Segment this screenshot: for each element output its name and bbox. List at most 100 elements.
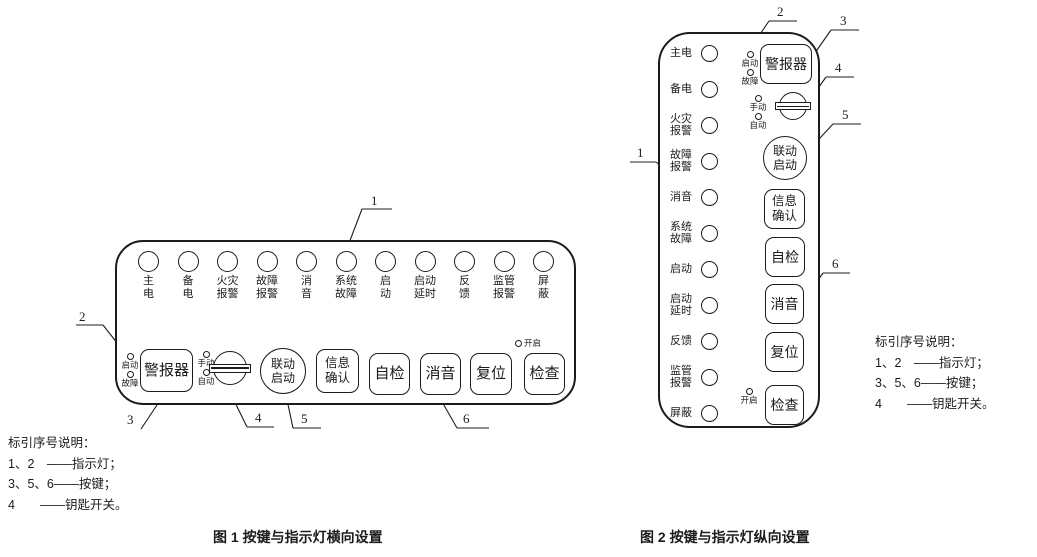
- indicator-label: 火灾报警: [216, 275, 239, 300]
- legend-line-indicators: 1、2 ——指示灯；: [875, 355, 989, 370]
- lamp-icon: [701, 224, 718, 242]
- indicator-light-main-power: 主电: [129, 251, 168, 301]
- fig1-callout-4: 4: [255, 410, 262, 425]
- fault-led-label: 故障: [121, 378, 139, 388]
- indicator-light-fault-alarm: 故障报警: [248, 251, 287, 301]
- legend-title: 标引序号说明：: [8, 436, 96, 450]
- fig2-sounder-leds: 启动 故障: [738, 50, 762, 86]
- indicator-light-shield: 屏蔽: [524, 251, 563, 301]
- fault-led-icon: [126, 371, 134, 378]
- sounder-button: 警报器: [760, 44, 812, 84]
- fig2-check-open-led: 开启: [738, 387, 760, 405]
- lamp-icon: [296, 251, 317, 272]
- key-slot-icon: [775, 102, 811, 110]
- indicator-label: 主电: [143, 275, 154, 300]
- lamp-icon: [138, 251, 159, 272]
- lamp-icon: [701, 404, 718, 422]
- linkage-start-button: 联动启动: [260, 348, 306, 394]
- check-button: 检查: [524, 353, 565, 395]
- auto-led-label: 自动: [197, 376, 215, 386]
- fault-led-icon: [746, 69, 754, 76]
- lamp-icon: [701, 188, 718, 206]
- lamp-icon: [454, 251, 475, 272]
- auto-led-icon: [202, 369, 210, 376]
- indicator-label: 备电: [182, 275, 194, 300]
- lamp-icon: [701, 368, 718, 386]
- indicator-label: 反馈: [670, 335, 692, 347]
- indicator-label: 屏蔽: [670, 407, 692, 419]
- lamp-icon: [335, 251, 357, 272]
- open-led-icon: [515, 340, 522, 347]
- indicator-label: 消音: [670, 191, 692, 203]
- fig1-callout-2: 2: [79, 309, 86, 324]
- fig2-panel: 主电 备电 火灾报警 故障报警 消音 系统故障 启动 启动延时 反馈 监管报警 …: [658, 32, 820, 428]
- lamp-icon: [414, 251, 436, 272]
- indicator-light-fault-alarm: 故障报警: [670, 149, 736, 173]
- fig1-panel: 主电 备电 火灾报警 故障报警 消音 系统故障 启动 启动延时 反馈 监管报警 …: [115, 240, 576, 405]
- indicator-light-supervisory-alarm: 监管报警: [670, 365, 736, 389]
- manual-led-label: 手动: [749, 102, 767, 112]
- indicator-light-start: 启动: [670, 257, 736, 281]
- check-button: 检查: [765, 385, 804, 425]
- legend-line-buttons: 3、5、6——按键；: [875, 376, 984, 390]
- indicator-label: 屏蔽: [538, 275, 549, 300]
- indicator-light-shield: 屏蔽: [670, 401, 736, 425]
- fig1-callout-6: 6: [463, 411, 470, 426]
- open-led-icon: [745, 388, 753, 395]
- indicator-light-start-delay: 启动延时: [670, 293, 736, 317]
- fig1-legend: 标引序号说明： 1、2 ——指示灯； 3、5、6——按键； 4 ——钥匙开关。: [8, 433, 127, 515]
- fig2-callout-3: 3: [840, 13, 847, 28]
- fig2-callout-6: 6: [832, 256, 839, 271]
- open-led-label: 开启: [740, 395, 758, 405]
- fig1-check-open-led: 开启: [515, 339, 541, 348]
- indicator-label: 启动: [380, 275, 391, 300]
- legend-line-indicators: 1、2 ——指示灯；: [8, 456, 122, 471]
- indicator-light-backup-power: 备电: [670, 77, 736, 101]
- reset-button: 复位: [765, 332, 804, 372]
- indicator-label: 主电: [670, 47, 692, 59]
- self-test-button: 自检: [369, 353, 410, 395]
- lamp-icon: [256, 251, 278, 272]
- lamp-icon: [701, 332, 718, 350]
- indicator-label: 启动延时: [414, 275, 436, 300]
- fig2-callout-5: 5: [842, 107, 849, 122]
- indicator-label: 故障报警: [670, 149, 692, 173]
- lamp-icon: [533, 251, 554, 272]
- lamp-icon: [701, 44, 718, 62]
- fig1-callout-1: 1: [371, 193, 378, 208]
- lamp-icon: [701, 116, 718, 134]
- indicator-light-start-delay: 启动延时: [406, 251, 445, 301]
- indicator-light-feedback: 反馈: [445, 251, 484, 301]
- fig2-callout-2: 2: [777, 4, 784, 19]
- indicator-label: 监管报警: [670, 365, 692, 389]
- lamp-icon: [493, 251, 515, 272]
- fig2-key-mode-leds: 手动 自动: [746, 94, 770, 130]
- indicator-light-backup-power: 备电: [169, 251, 208, 301]
- linkage-start-button: 联动启动: [763, 136, 807, 180]
- fig1-caption: 图 1 按键与指示灯横向设置: [213, 529, 383, 545]
- indicator-light-mute: 消音: [670, 185, 736, 209]
- indicator-label: 系统故障: [335, 275, 357, 300]
- indicator-light-main-power: 主电: [670, 41, 736, 65]
- lamp-icon: [701, 296, 718, 314]
- indicator-label: 监管报警: [493, 275, 515, 300]
- info-confirm-button: 信息确认: [316, 349, 359, 393]
- indicator-label: 消音: [301, 275, 312, 300]
- open-led-label: 开启: [524, 338, 542, 348]
- auto-led-label: 自动: [749, 120, 767, 130]
- fig2-callout-1: 1: [637, 145, 644, 160]
- fig2-callout-4: 4: [835, 60, 842, 75]
- indicator-light-system-fault: 系统故障: [327, 251, 366, 301]
- indicator-label: 故障报警: [256, 275, 278, 300]
- sounder-button: 警报器: [140, 349, 193, 392]
- manual-led-icon: [754, 95, 762, 102]
- indicator-label: 备电: [670, 83, 692, 95]
- indicator-label: 系统故障: [670, 221, 692, 245]
- indicator-light-system-fault: 系统故障: [670, 221, 736, 245]
- indicator-light-fire-alarm: 火灾报警: [208, 251, 247, 301]
- key-switch: [775, 92, 811, 120]
- lamp-icon: [701, 152, 718, 170]
- indicator-label: 启动延时: [670, 293, 692, 317]
- manual-led-icon: [202, 351, 210, 358]
- fault-led-label: 故障: [741, 76, 759, 86]
